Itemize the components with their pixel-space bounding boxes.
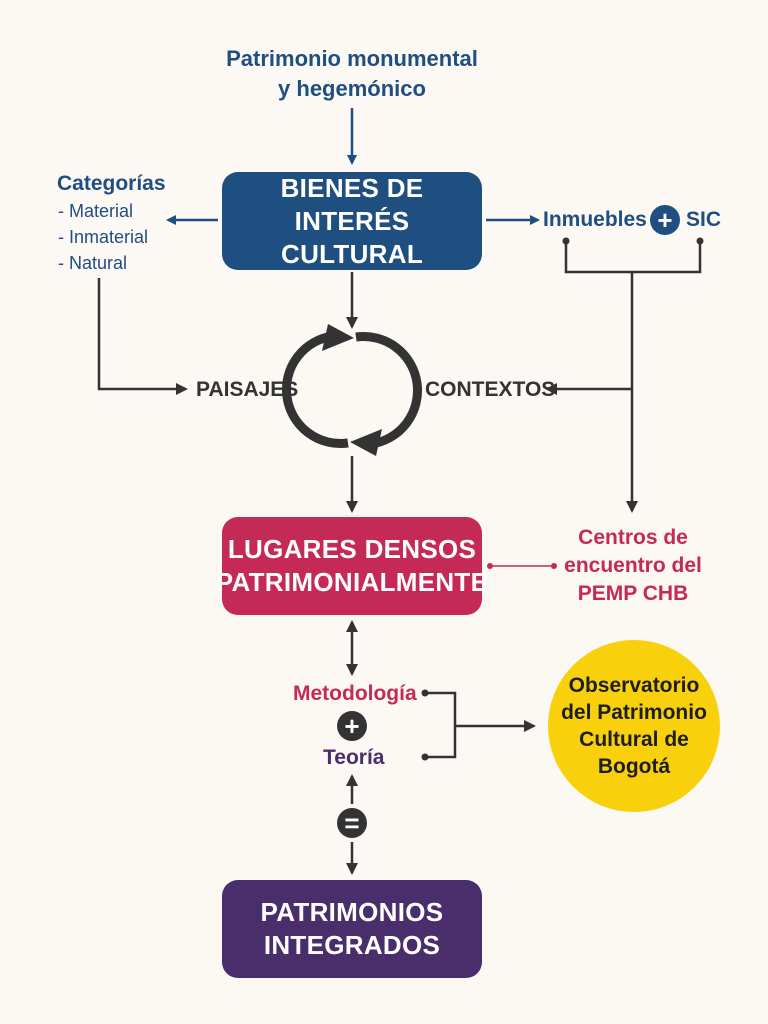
observatorio-line2: del Patrimonio bbox=[561, 701, 707, 724]
cycle-arc-right bbox=[355, 331, 423, 449]
centros-line3: PEMP CHB bbox=[577, 582, 689, 605]
category-item: - Natural bbox=[58, 253, 128, 273]
bic-line2: INTERÉS CULTURAL bbox=[281, 205, 423, 269]
lugares-line2: PATRIMONIALMENTE bbox=[215, 567, 489, 597]
paisajes-label: PAISAJES bbox=[196, 378, 299, 401]
inmuebles-label: Inmuebles bbox=[543, 208, 647, 231]
observatorio-line4: Bogotá bbox=[597, 755, 671, 778]
patrimonios-line2: INTEGRADOS bbox=[263, 930, 441, 960]
categories-title: Categorías bbox=[57, 172, 166, 195]
teoria-label: Teoría bbox=[323, 746, 385, 769]
category-item: - Material bbox=[58, 201, 134, 221]
lugares-densos-box: LUGARES DENSOS PATRIMONIALMENTE bbox=[216, 517, 488, 615]
metodologia-label: Metodología bbox=[293, 682, 417, 705]
bic-line1: BIENES DE bbox=[280, 172, 424, 203]
bienes-interes-cultural-box: BIENES DE INTERÉS CULTURAL bbox=[222, 172, 482, 270]
top-label: Patrimonio monumental y hegemónico bbox=[200, 44, 504, 104]
categories-list: - Material - Inmaterial - Natural bbox=[58, 198, 148, 276]
lugares-line1: LUGARES DENSOS bbox=[227, 534, 477, 564]
equals-badge: = bbox=[337, 808, 367, 838]
observatorio-circle: Observatorio del Patrimonio Cultural de … bbox=[548, 640, 720, 812]
arrow-categories-to-paisajes bbox=[97, 278, 188, 395]
observatorio-line1: Observatorio bbox=[568, 674, 700, 697]
inmuebles-sic-bracket bbox=[564, 241, 702, 274]
metodologia-teoria-bracket bbox=[425, 691, 457, 759]
centros-line2: encuentro del bbox=[564, 554, 702, 577]
top-label-line1: Patrimonio monumental bbox=[226, 46, 478, 71]
observatorio-line3: Cultural de bbox=[579, 728, 689, 751]
category-item: - Inmaterial bbox=[58, 227, 149, 247]
plus-badge-blue: + bbox=[650, 205, 680, 235]
centros-line1: Centros de bbox=[578, 526, 688, 549]
sic-label: SIC bbox=[686, 208, 722, 231]
top-label-line2: y hegemónico bbox=[278, 76, 426, 101]
centros-encuentro-label: Centros de encuentro del PEMP CHB bbox=[558, 524, 708, 608]
contextos-label: CONTEXTOS bbox=[425, 378, 556, 401]
cycle-arc-left bbox=[281, 331, 349, 449]
patrimonios-line1: PATRIMONIOS bbox=[260, 897, 444, 927]
plus-badge-dark: + bbox=[337, 711, 367, 741]
patrimonios-integrados-box: PATRIMONIOS INTEGRADOS bbox=[222, 880, 482, 978]
